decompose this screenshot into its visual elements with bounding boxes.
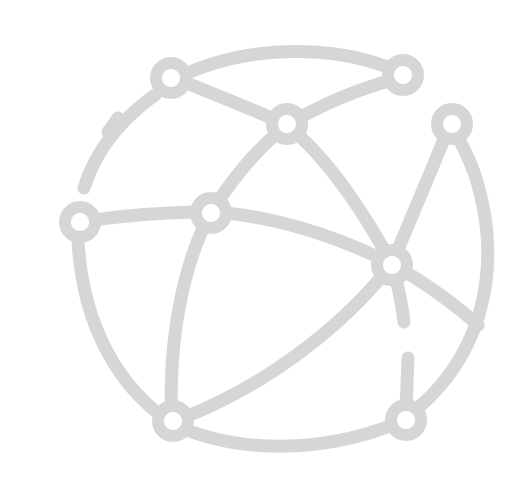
- node-upper-center: [266, 103, 308, 145]
- node-top-right: [382, 54, 424, 96]
- globe-outline-left: [71, 233, 177, 429]
- node-bottom-left: [152, 400, 194, 442]
- node-center-left: [190, 192, 232, 234]
- node-top-left: [150, 57, 192, 99]
- node-center-right: [371, 244, 413, 286]
- node-bottom-right: [385, 399, 427, 441]
- link-j: [385, 117, 457, 271]
- link-h: [165, 257, 399, 429]
- link-g: [164, 205, 218, 429]
- globe-outline-bottom: [177, 417, 402, 453]
- link-f: [204, 205, 399, 271]
- node-right: [431, 103, 473, 145]
- globe-outline: [77, 88, 162, 195]
- globe-outline-gap-tick: [101, 111, 125, 139]
- globe-outline-top: [183, 45, 402, 79]
- node-left: [59, 201, 101, 243]
- globe-outline-right: [411, 121, 495, 415]
